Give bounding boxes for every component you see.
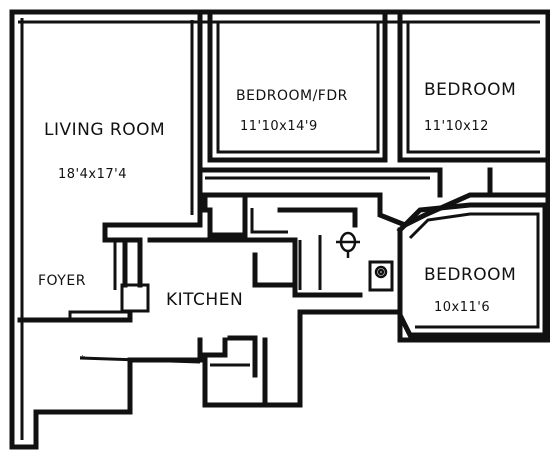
kitchen-counter	[197, 335, 268, 403]
bedroom-fdr-walls	[207, 12, 388, 163]
kitchen-label: KITCHEN	[166, 290, 243, 310]
living-room-label: LIVING ROOM	[44, 120, 165, 140]
kitchen-walls	[147, 192, 248, 243]
bedroom-1-label: BEDROOM	[424, 80, 516, 100]
toilet-fixture	[336, 231, 360, 258]
foyer-walls: *	[17, 222, 201, 365]
bedroom-fdr-dims: 11'10x14'9	[240, 119, 318, 134]
living-room-dims: 18'4x17'4	[58, 167, 127, 182]
sink-fixture	[374, 265, 388, 279]
bathroom-walls	[242, 197, 394, 298]
bedroom-2-label: BEDROOM	[424, 265, 516, 285]
bedroom-1-dims: 11'10x12	[424, 119, 489, 134]
svg-text:*: *	[80, 354, 86, 365]
bedroom-1-walls	[397, 12, 548, 163]
bedroom-2-dims: 10x11'6	[434, 300, 490, 315]
bedroom-fdr-label: BEDROOM/FDR	[236, 88, 348, 104]
living-room-walls	[102, 12, 203, 228]
foyer-label: FOYER	[38, 273, 86, 289]
exterior-walls	[9, 9, 550, 450]
hallway-walls	[202, 167, 548, 228]
bedroom-2-walls	[396, 202, 548, 338]
